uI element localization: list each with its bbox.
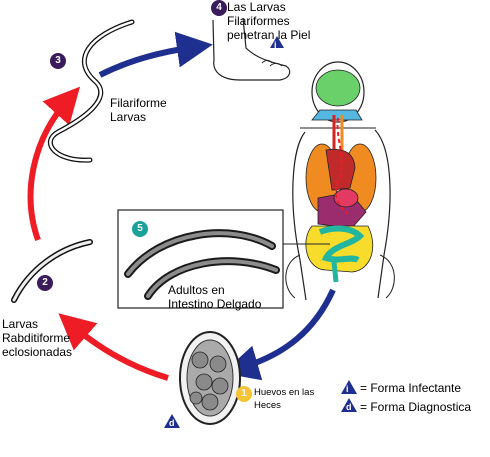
legend-diagnostic-label: = Forma Diagnostica — [360, 400, 472, 414]
egg-marker-letter: d — [169, 418, 175, 428]
step-2-badge: 2 — [37, 275, 53, 291]
organs — [305, 69, 377, 283]
step-3-badge: 3 — [50, 53, 66, 69]
step-1-badge: 1 — [236, 386, 252, 402]
step-2-label: Larvas Rabditiforme eclosionadas — [2, 317, 73, 359]
rhabditiform-larva — [11, 239, 93, 303]
foot-marker-letter: i — [274, 40, 277, 50]
legend-infective-icon — [341, 380, 357, 394]
infective-marker-foot — [270, 36, 284, 48]
arrow-intestine-to-eggs — [222, 288, 336, 381]
legend-diagnostic-icon — [341, 398, 357, 412]
step-1-label: Huevos en las Heces — [254, 387, 315, 411]
legend-infective-label: = Forma Infectante — [360, 381, 462, 395]
step-3-label: Filariforme Larvas — [110, 96, 167, 124]
step-4-label: Las Larvas Filariformes penetran la Piel — [227, 0, 311, 42]
diagnostic-marker-egg — [164, 414, 180, 428]
adult-worms — [124, 229, 280, 300]
arrow-rhabditiform-to-filariform — [27, 86, 81, 242]
filariform-larva — [48, 19, 135, 163]
step-4-badge: 4 — [211, 0, 227, 16]
arrow-hatch-to-rhabditiform — [58, 313, 169, 381]
step-5-label: Adultos en Intestino Delgado — [168, 283, 262, 311]
step-5-badge: 5 — [132, 221, 148, 237]
legend-diagnostic-letter: d — [346, 402, 352, 412]
legend-infective-letter: i — [346, 384, 349, 394]
foot-illustration — [212, 17, 291, 81]
egg — [179, 331, 241, 425]
arrow-filariform-to-skin — [98, 31, 213, 78]
